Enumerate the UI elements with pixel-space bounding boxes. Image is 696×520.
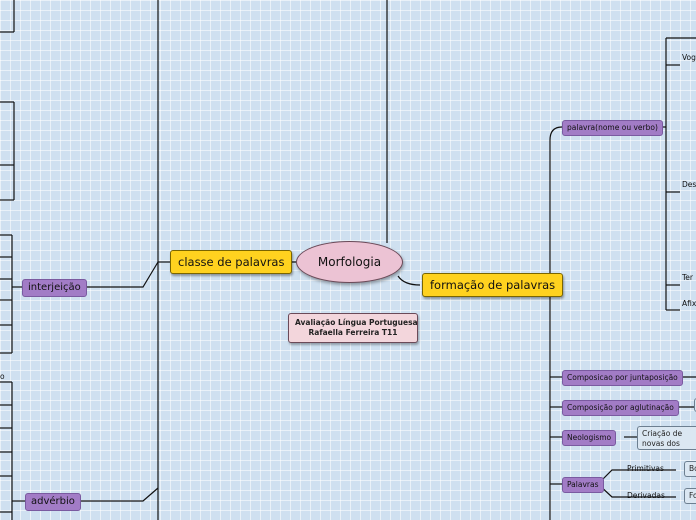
- aglutinacao-note-box[interactable]: [694, 398, 696, 412]
- neologismo-note-text: Criação de novas dos falantes em c: [642, 429, 683, 448]
- subtopic-composicao-aglutinacao[interactable]: Composição por aglutinação: [562, 400, 679, 416]
- subtopic-label: Composição por aglutinação: [567, 403, 674, 412]
- topic-label: interjeição: [28, 282, 81, 293]
- neologismo-note[interactable]: Criação de novas dos falantes em c: [637, 426, 696, 450]
- leaf-label: Derivadas: [627, 491, 665, 500]
- leaf-label: Ter: [682, 273, 694, 282]
- topic-label: advérbio: [31, 496, 75, 507]
- leaf-label: Vog: [682, 53, 696, 62]
- primitivas-note-box[interactable]: Bo: [684, 461, 696, 477]
- leaf-label: Afix: [682, 299, 696, 308]
- central-node-morfologia[interactable]: Morfologia: [296, 241, 403, 283]
- leaf-vog[interactable]: Vog: [682, 53, 696, 63]
- info-card[interactable]: Avaliação Língua Portuguesa Rafaella Fer…: [288, 313, 418, 343]
- central-node-label: Morfologia: [317, 255, 382, 269]
- subtopic-palavra-nome-ou-verbo[interactable]: palavra(nome ou verbo): [562, 120, 663, 136]
- branch-label: classe de palavras: [178, 255, 285, 269]
- subtopic-palavras[interactable]: Palavras: [562, 477, 604, 493]
- subtopic-label: palavra(nome ou verbo): [567, 123, 658, 132]
- leaf-ter[interactable]: Ter: [682, 273, 693, 283]
- primitivas-note-text: Bo: [689, 464, 696, 473]
- leaf-label: Des: [682, 180, 696, 189]
- info-card-line1: Avaliação Língua Portuguesa: [295, 318, 418, 327]
- leaf-derivadas[interactable]: Derivadas: [627, 491, 665, 501]
- info-card-line2: Rafaella Ferreira T11: [308, 328, 398, 337]
- topic-interjeicao[interactable]: interjeição: [22, 279, 87, 297]
- topic-adverbio[interactable]: advérbio: [25, 493, 81, 511]
- subtopic-neologismo[interactable]: Neologismo: [562, 430, 617, 446]
- leaf-des[interactable]: Des: [682, 180, 696, 190]
- branch-label: formação de palavras: [430, 278, 556, 292]
- subtopic-label: Palavras: [567, 480, 599, 489]
- leaf-label: Primitivas: [627, 464, 664, 473]
- subtopic-composicao-juntaposicao[interactable]: Composicao por juntaposição: [562, 370, 683, 386]
- branch-classe-de-palavras[interactable]: classe de palavras: [170, 250, 293, 274]
- subtopic-label: Composicao por juntaposição: [567, 373, 678, 382]
- branch-formacao-de-palavras[interactable]: formação de palavras: [422, 273, 564, 297]
- derivadas-note-text: Fo: [689, 491, 696, 500]
- derivadas-note-box[interactable]: Fo: [684, 488, 696, 504]
- left-fragment-label: o: [0, 372, 5, 381]
- leaf-afix[interactable]: Afix: [682, 299, 696, 309]
- subtopic-label: Neologismo: [567, 433, 612, 442]
- leaf-primitivas[interactable]: Primitivas: [627, 464, 664, 474]
